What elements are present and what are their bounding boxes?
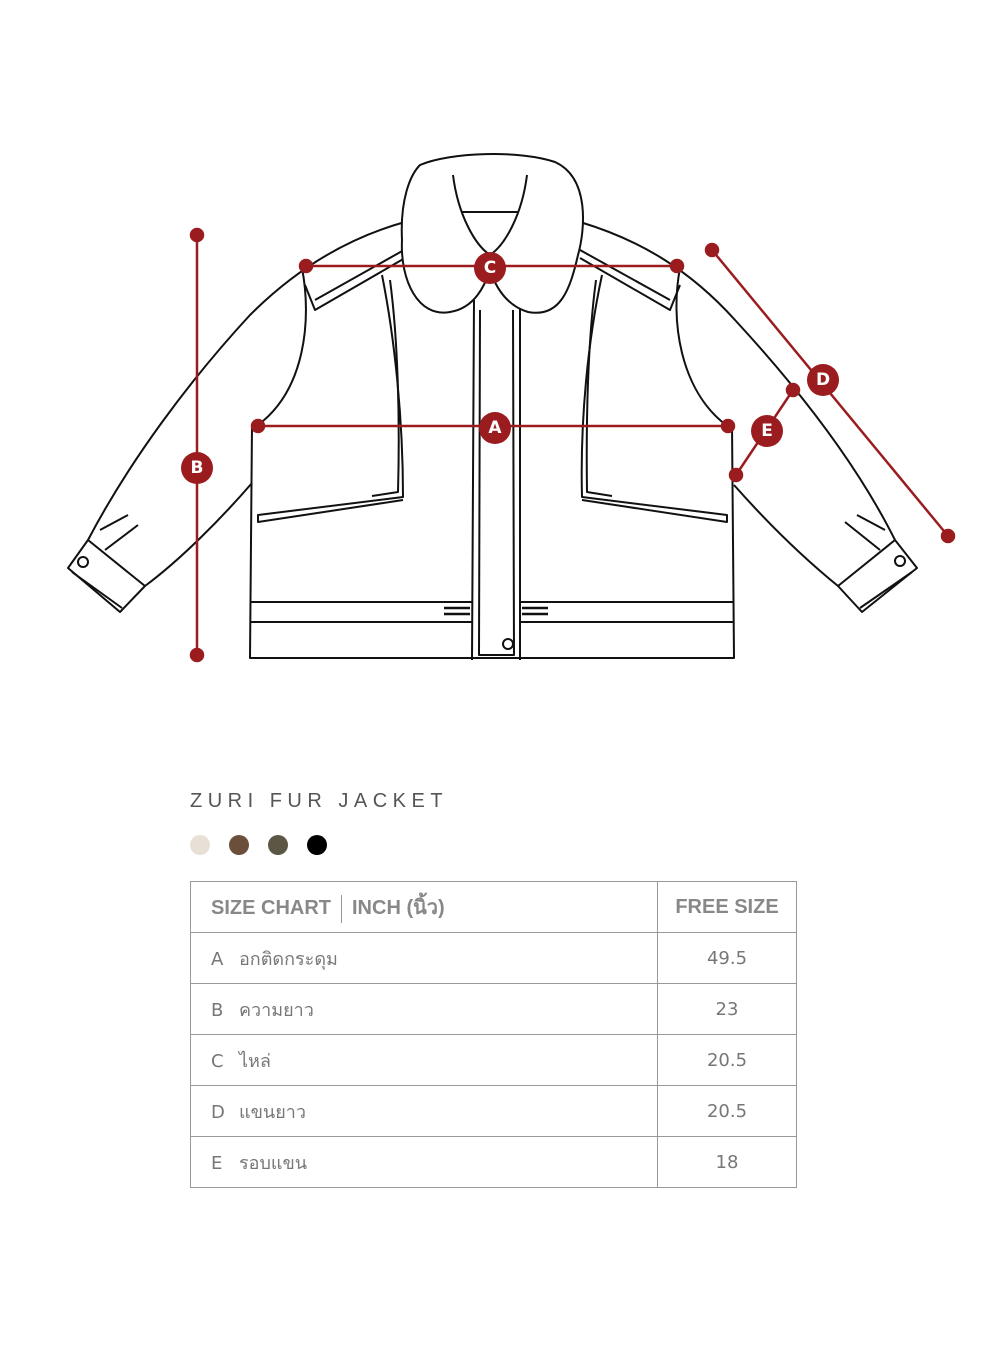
row-value: 18 — [657, 1136, 797, 1188]
color-swatch-cream[interactable] — [190, 835, 210, 855]
row-label: ความยาว — [239, 999, 314, 1021]
color-swatch-brown[interactable] — [229, 835, 249, 855]
color-swatches — [190, 835, 327, 855]
table-header: SIZE CHART INCH (นิ้ว) FREE SIZE — [190, 881, 797, 933]
table-row: A อกติดกระดุม 49.5 — [190, 932, 797, 984]
row-key: D — [211, 1101, 225, 1123]
row-key: C — [211, 1050, 224, 1072]
marker-d: D — [807, 364, 839, 396]
marker-a: A — [479, 412, 511, 444]
size-chart-table: SIZE CHART INCH (นิ้ว) FREE SIZE A อกติดกร… — [190, 881, 797, 1188]
color-swatch-olive[interactable] — [268, 835, 288, 855]
marker-b: B — [181, 452, 213, 484]
svg-text:B: B — [191, 458, 204, 478]
row-label: รอบแขน — [239, 1152, 308, 1174]
color-swatch-black[interactable] — [307, 835, 327, 855]
table-row: C ไหล่ 20.5 — [190, 1034, 797, 1086]
row-value: 20.5 — [657, 1034, 797, 1086]
row-key: E — [211, 1152, 223, 1174]
marker-e: E — [751, 415, 783, 447]
row-key: B — [211, 999, 224, 1021]
product-title: ZURI FUR JACKET — [190, 790, 449, 812]
row-value: 49.5 — [657, 932, 797, 984]
unit-heading: INCH (นิ้ว) — [352, 897, 445, 919]
row-value: 23 — [657, 983, 797, 1035]
row-label: แขนยาว — [239, 1101, 306, 1123]
marker-c: C — [474, 252, 506, 284]
table-row: E รอบแขน 18 — [190, 1136, 797, 1188]
row-value: 20.5 — [657, 1085, 797, 1137]
size-chart-heading: SIZE CHART — [211, 897, 331, 919]
row-label: ไหล่ — [239, 1050, 271, 1072]
jacket-outline — [67, 153, 918, 661]
svg-text:C: C — [484, 258, 496, 278]
table-row: B ความยาว 23 — [190, 983, 797, 1035]
row-key: A — [211, 948, 224, 970]
jacket-diagram: A B C D E — [67, 153, 956, 663]
divider — [341, 894, 342, 923]
svg-text:E: E — [761, 421, 773, 441]
svg-text:A: A — [488, 418, 502, 438]
size-heading: FREE SIZE — [657, 881, 797, 933]
row-label: อกติดกระดุม — [239, 948, 338, 970]
table-row: D แขนยาว 20.5 — [190, 1085, 797, 1137]
svg-text:D: D — [816, 370, 830, 390]
